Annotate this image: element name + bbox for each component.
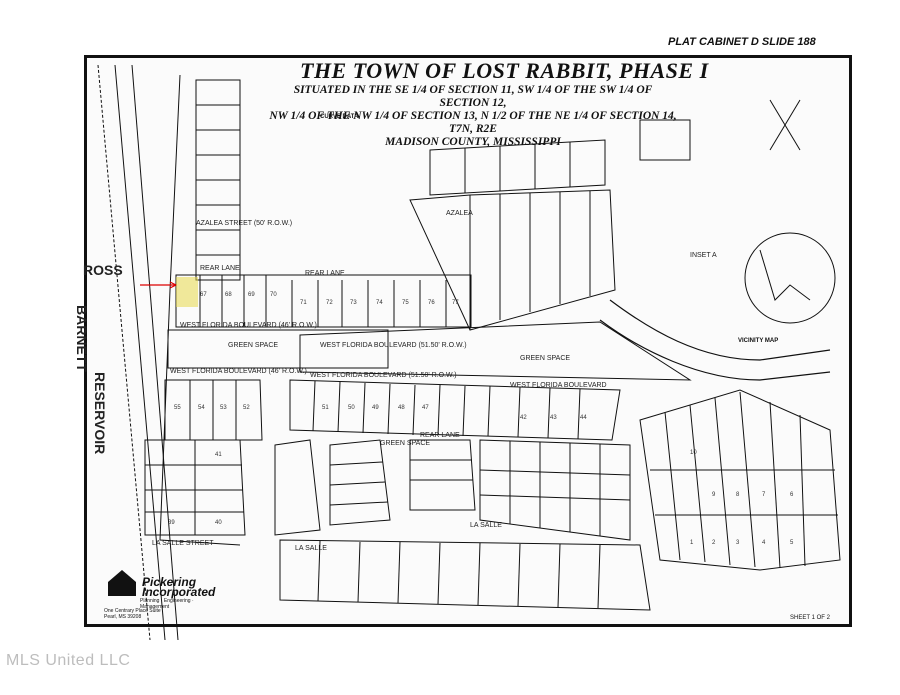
lot-number: 69 (248, 292, 255, 298)
subtitle-line-1: SITUATED IN THE SE 1/4 OF SECTION 11, SW… (293, 84, 653, 109)
vicinity-map-label: VICINITY MAP (738, 338, 779, 344)
mls-watermark: MLS United LLC (6, 652, 131, 669)
lot-number: 50 (348, 405, 355, 411)
lot-number: 42 (520, 415, 527, 421)
lot-number: 70 (270, 292, 277, 298)
lot-number: 4 (762, 540, 766, 546)
lot-number: 74 (376, 300, 383, 306)
rear-lane-1: REAR LANE (200, 265, 240, 272)
lot-number: 39 (168, 520, 175, 526)
lot-number: 51 (322, 405, 329, 411)
lot-number: 49 (372, 405, 379, 411)
plat-sheet (84, 55, 852, 627)
lot-number: 10 (690, 450, 697, 456)
lot-number: 76 (428, 300, 435, 306)
sheet-number: SHEET 1 OF 2 (790, 615, 830, 621)
company-name-line-2: Incorporated (142, 585, 216, 599)
green-space-2: GREEN SPACE (520, 355, 571, 362)
street-la-salle-3: LA SALLE (470, 522, 502, 529)
lot-number: 43 (550, 415, 557, 421)
lot-number: 52 (243, 405, 250, 411)
company-address: One Centrary Place Suite Pearl, MS 39208 (104, 608, 161, 620)
lot-number: 71 (300, 300, 307, 306)
street-la-salle: LA SALLE STREET (152, 540, 214, 547)
street-azalea: AZALEA STREET (50' R.O.W.) (196, 220, 293, 227)
lot-number: 67 (200, 292, 207, 298)
street-la-salle-2: LA SALLE (295, 545, 327, 552)
lot-number: 6 (790, 492, 794, 498)
lot-number: 7 (762, 492, 766, 498)
lot-number: 55 (174, 405, 181, 411)
company-logo-block: Pickering Incorporated Planning · Engine… (104, 572, 216, 622)
plat-title: THE TOWN OF LOST RABBIT, PHASE I (300, 58, 709, 83)
lot-number: 41 (215, 452, 222, 458)
inset-label: INSET A (690, 252, 717, 259)
company-tagline: Planning · Engineering · Management (140, 598, 194, 610)
lot-number: 1 (690, 540, 694, 546)
green-space-1: GREEN SPACE (228, 342, 279, 349)
street-west-florida-c: WEST FLORIDA BOULEVARD (510, 382, 607, 389)
plat-cabinet-label: PLAT CABINET D SLIDE 188 (668, 36, 816, 48)
road-label-reservoir: RESERVOIR (92, 372, 108, 455)
lot-number: 40 (215, 520, 222, 526)
lot-number: 44 (580, 415, 587, 421)
lot-number: 3 (736, 540, 740, 546)
street-west-florida-b2: WEST FLORIDA BOULEVARD (51.50' R.O.W.) (310, 372, 457, 379)
rear-lane-2: REAR LANE (305, 270, 345, 277)
street-west-florida-a: WEST FLORIDA BOULEVARD (46' R.O.W.) (180, 322, 317, 329)
lot-number: 73 (350, 300, 357, 306)
lot-number: 2 (712, 540, 716, 546)
lot-number: 47 (422, 405, 429, 411)
lot-number: 5 (790, 540, 794, 546)
lot-number: 75 (402, 300, 409, 306)
subtitle-line-3: MADISON COUNTY, MISSISSIPPI (385, 136, 561, 148)
company-address-line-1: One Centrary Place Suite (104, 608, 161, 614)
street-west-florida-a2: WEST FLORIDA BOULEVARD (46' R.O.W.) (170, 368, 307, 375)
lot-number: 9 (712, 492, 716, 498)
road-label-barnett: BARNETT (74, 305, 90, 372)
lot-number: 77 (452, 300, 459, 306)
plat-subtitle: SITUATED IN THE SE 1/4 OF SECTION 11, SW… (268, 84, 678, 149)
lot-number: 8 (736, 492, 740, 498)
subtitle-line-2: NW 1/4 OF THE NW 1/4 OF SECTION 13, N 1/… (269, 110, 677, 135)
company-name-line-1: Pickering (142, 575, 197, 589)
company-address-line-2: Pearl, MS 39208 (104, 614, 142, 620)
company-name: Pickering Incorporated (142, 575, 216, 599)
lot-number: 48 (398, 405, 405, 411)
lot-number: 72 (326, 300, 333, 306)
lot-number: 54 (198, 405, 205, 411)
street-west-florida-b: WEST FLORIDA BOULEVARD (51.50' R.O.W.) (320, 342, 467, 349)
road-label-ross: ROSS (83, 262, 123, 278)
lot-number: 68 (225, 292, 232, 298)
street-azalea-2: AZALEA (446, 210, 473, 217)
green-space-3: GREEN SPACE (380, 440, 431, 447)
lot-number: 53 (220, 405, 227, 411)
rear-lane-3: REAR LANE (420, 432, 460, 439)
curve-data-label: CURVE DATA (320, 114, 359, 120)
